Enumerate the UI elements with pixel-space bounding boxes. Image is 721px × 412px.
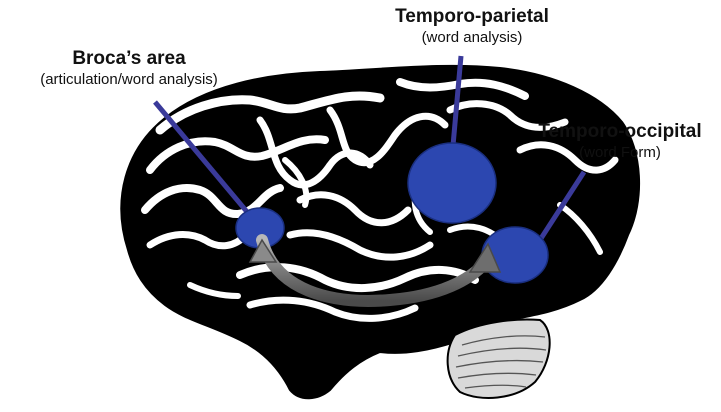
temporo-parietal-region (408, 143, 496, 223)
brain-silhouette (121, 66, 639, 398)
broca-title: Broca’s area (4, 48, 254, 71)
temporo-occipital-title: Temporo-occipital (520, 121, 720, 144)
temporo-parietal-title: Temporo-parietal (362, 6, 582, 29)
temporo-parietal-subtitle: (word analysis) (362, 29, 582, 47)
cerebellum (448, 320, 550, 398)
temporo-occipital-subtitle: (word Form) (520, 144, 720, 162)
broca-subtitle: (articulation/word analysis) (4, 71, 254, 89)
temporo-occipital-label: Temporo-occipital (word Form) (520, 121, 720, 162)
temporo-parietal-label: Temporo-parietal (word analysis) (362, 6, 582, 47)
broca-label: Broca’s area (articulation/word analysis… (4, 48, 254, 89)
